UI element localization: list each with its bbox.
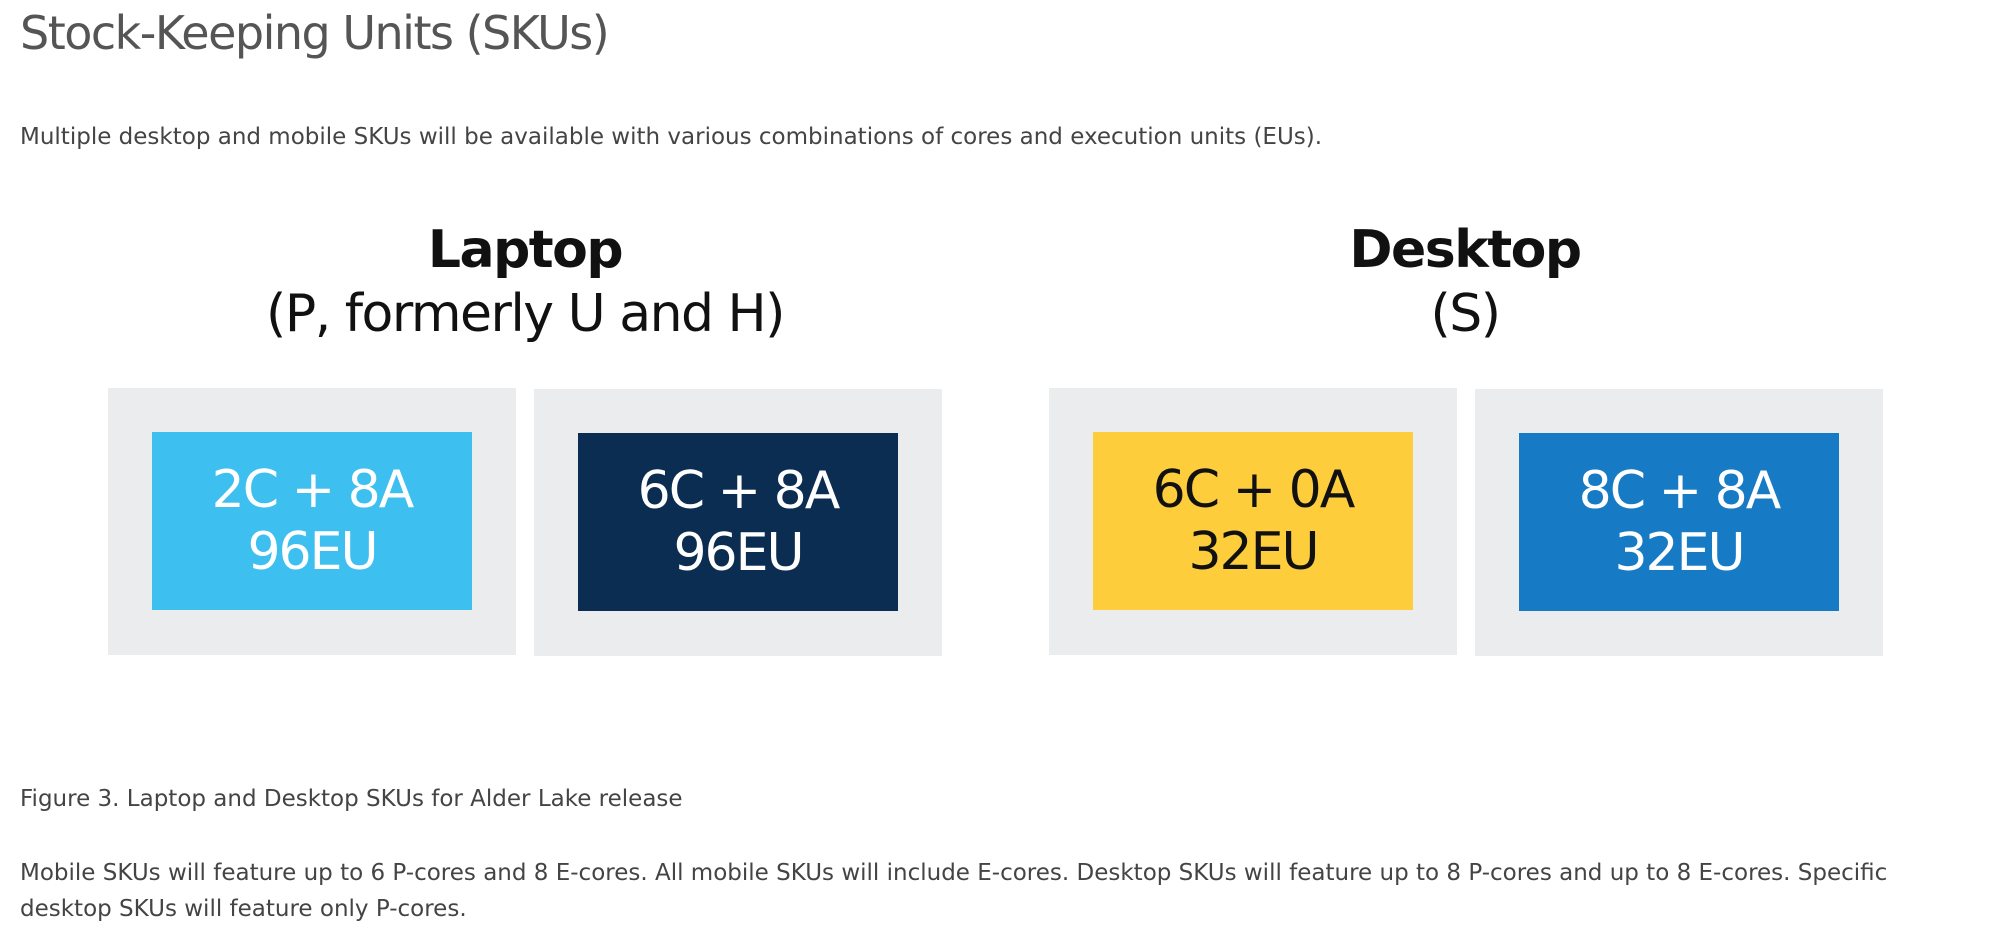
sku-box: 6C + 8A 96EU	[578, 433, 898, 611]
laptop-heading: Laptop (P, formerly U and H)	[260, 218, 790, 346]
laptop-subtitle: (P, formerly U and H)	[266, 284, 785, 344]
sku-cores: 2C + 8A	[211, 460, 415, 520]
sku-card-desktop-1: 6C + 0A 32EU	[1049, 388, 1457, 655]
intro-paragraph: Multiple desktop and mobile SKUs will be…	[20, 124, 1323, 150]
sku-cores: 8C + 8A	[1578, 461, 1782, 521]
sku-eus: 32EU	[1614, 523, 1745, 583]
sku-card-laptop-2: 6C + 8A 96EU	[534, 389, 942, 656]
body-paragraph: Mobile SKUs will feature up to 6 P-cores…	[20, 860, 1888, 922]
sku-eus: 32EU	[1188, 522, 1319, 582]
desktop-subtitle: (S)	[1430, 284, 1501, 344]
sku-eus: 96EU	[673, 523, 804, 583]
sku-box: 8C + 8A 32EU	[1519, 433, 1839, 611]
sku-card-desktop-2: 8C + 8A 32EU	[1475, 389, 1883, 656]
sku-box: 6C + 0A 32EU	[1093, 432, 1413, 610]
desktop-heading: Desktop (S)	[1200, 218, 1730, 346]
sku-card-laptop-1: 2C + 8A 96EU	[108, 388, 516, 655]
sku-eus: 96EU	[247, 522, 378, 582]
sku-cores: 6C + 0A	[1152, 460, 1356, 520]
sku-box: 2C + 8A 96EU	[152, 432, 472, 610]
desktop-title: Desktop	[1349, 220, 1582, 280]
page-title: Stock-Keeping Units (SKUs)	[20, 6, 610, 60]
sku-figure: Laptop (P, formerly U and H) 2C + 8A 96E…	[108, 218, 1883, 656]
sku-cores: 6C + 8A	[637, 461, 841, 521]
figure-caption: Figure 3. Laptop and Desktop SKUs for Al…	[20, 786, 683, 812]
laptop-title: Laptop	[427, 220, 624, 280]
